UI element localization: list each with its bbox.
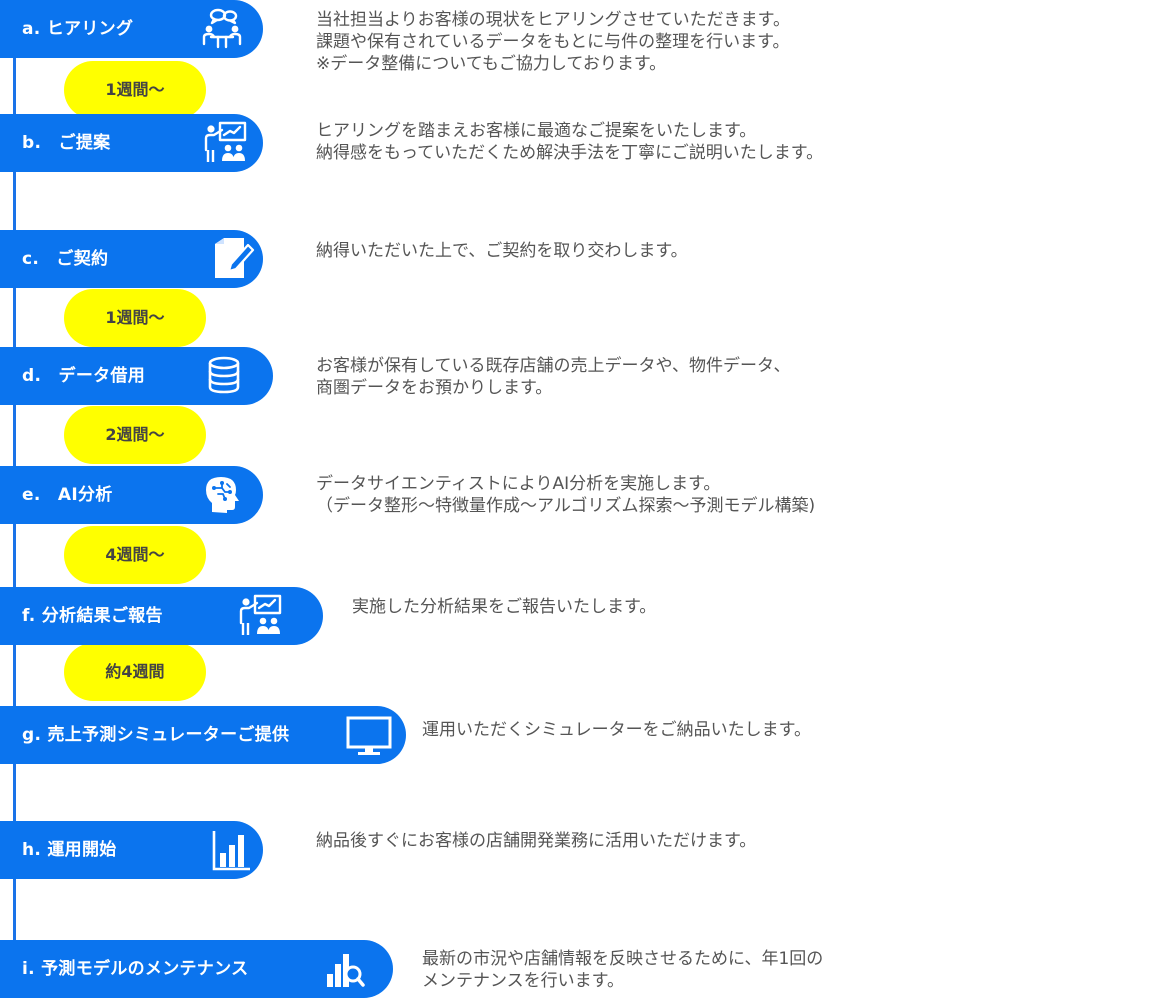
step-description: 納得いただいた上で、ご契約を取り交わします。 bbox=[316, 241, 688, 261]
contract-icon bbox=[210, 236, 256, 282]
presentation-icon bbox=[203, 120, 249, 166]
step-simulator-delivery: g. 売上予測シミュレーターご提供 bbox=[0, 706, 406, 764]
chart-search-icon bbox=[320, 946, 366, 992]
step-description: 当社担当よりお客様の現状をヒアリングさせていただきます。課題や保有されているデー… bbox=[316, 10, 790, 74]
duration-badge: 約4週間 bbox=[64, 643, 206, 701]
step-label: b. ご提案 bbox=[22, 133, 111, 153]
duration-badge: 4週間～ bbox=[64, 526, 206, 584]
ai-brain-icon bbox=[200, 472, 246, 518]
step-description: お客様が保有している既存店舗の売上データや、物件データ、商圏データをお預かりしま… bbox=[316, 356, 791, 398]
step-description: ヒアリングを踏まえお客様に最適なご提案をいたします。納得感をもっていただくため解… bbox=[316, 121, 824, 163]
duration-badge: 2週間～ bbox=[64, 406, 206, 464]
duration-badge: 1週間～ bbox=[64, 289, 206, 347]
step-label: a. ヒアリング bbox=[22, 19, 134, 39]
database-icon bbox=[201, 353, 247, 399]
step-label: e. AI分析 bbox=[22, 485, 113, 505]
step-proposal: b. ご提案 bbox=[0, 114, 263, 172]
step-description: データサイエンティストによりAI分析を実施します。（データ整形～特徴量作成～アル… bbox=[316, 474, 816, 516]
step-description: 最新の市況や店舗情報を反映させるために、年1回のメンテナンスを行います。 bbox=[422, 949, 824, 991]
step-label: h. 運用開始 bbox=[22, 840, 117, 860]
monitor-icon bbox=[346, 712, 392, 758]
step-report: f. 分析結果ご報告 bbox=[0, 587, 323, 645]
step-data-borrow: d. データ借用 bbox=[0, 347, 273, 405]
step-label: i. 予測モデルのメンテナンス bbox=[22, 959, 249, 979]
bar-chart-icon bbox=[208, 827, 254, 873]
step-label: d. データ借用 bbox=[22, 366, 146, 386]
step-description: 納品後すぐにお客様の店舗開発業務に活用いただけます。 bbox=[316, 831, 757, 851]
meeting-icon bbox=[199, 6, 245, 52]
duration-badge: 1週間～ bbox=[64, 61, 206, 119]
step-description: 運用いただくシミュレーターをご納品いたします。 bbox=[422, 720, 811, 740]
step-model-maintenance: i. 予測モデルのメンテナンス bbox=[0, 940, 393, 998]
step-label: c. ご契約 bbox=[22, 249, 109, 269]
step-label: f. 分析結果ご報告 bbox=[22, 606, 163, 626]
step-ai-analysis: e. AI分析 bbox=[0, 466, 263, 524]
step-operation-start: h. 運用開始 bbox=[0, 821, 263, 879]
presentation-icon bbox=[238, 593, 284, 639]
step-label: g. 売上予測シミュレーターご提供 bbox=[22, 725, 290, 745]
step-contract: c. ご契約 bbox=[0, 230, 263, 288]
step-hearing: a. ヒアリング bbox=[0, 0, 263, 58]
step-description: 実施した分析結果をご報告いたします。 bbox=[352, 597, 657, 617]
